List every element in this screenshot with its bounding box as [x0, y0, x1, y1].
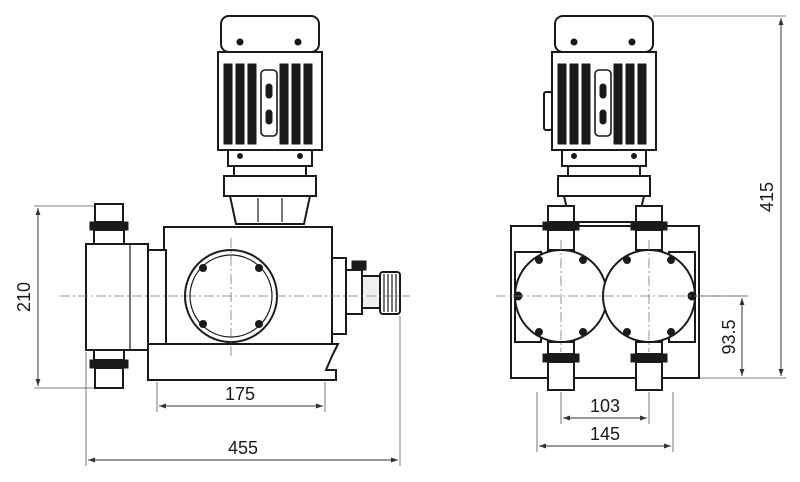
outlet-valve-cap [94, 367, 124, 389]
motor-base-ring [233, 165, 307, 177]
motor-fan-cover [554, 15, 654, 53]
dim-label-overall-width: 455 [228, 438, 258, 458]
head-bolt [667, 256, 675, 264]
cooling-fin [557, 63, 567, 145]
head-bolt [579, 328, 587, 336]
pump-head-body [85, 243, 149, 351]
cover-screw [628, 38, 636, 46]
cooling-fin [291, 63, 301, 145]
dim-label-height-left: 210 [14, 282, 34, 312]
cooling-fin [279, 63, 289, 145]
cooling-fin [247, 63, 257, 145]
head-bolt [667, 328, 675, 336]
cooling-fin [625, 63, 635, 145]
cover-bolt [199, 264, 207, 272]
nameplate-slot [265, 83, 273, 99]
outlet-valve-cap [635, 361, 663, 391]
dim-label-base-width: 175 [225, 384, 255, 404]
motor-nameplate [594, 69, 612, 137]
outlet-valve-nut [89, 359, 129, 369]
terminal-box [543, 91, 553, 131]
cover-screw [570, 38, 578, 46]
front-view [496, 15, 748, 391]
cover-screw [236, 38, 244, 46]
outlet-valve-cap [547, 361, 575, 391]
cooling-fin [223, 63, 233, 145]
head-bolt [535, 328, 543, 336]
dim-label-outlet-spacing: 103 [590, 396, 620, 416]
side-coupling [223, 175, 317, 225]
cooling-fin [613, 63, 623, 145]
inlet-valve-body [93, 229, 125, 245]
motor-fan-cover [220, 15, 320, 53]
cover-bolt [255, 264, 263, 272]
cooling-fin [581, 63, 591, 145]
head-bolt [579, 256, 587, 264]
head-bolt [623, 256, 631, 264]
dimension-lines [34, 15, 786, 466]
head-bolt [535, 256, 543, 264]
pump-head-flange [147, 249, 167, 345]
inlet-valve-cap [635, 205, 663, 223]
side-gearbox [147, 226, 340, 381]
cooling-fin [637, 63, 647, 145]
coupling-neck [228, 195, 312, 225]
nameplate-slot [265, 109, 273, 125]
front-motor [543, 15, 657, 177]
inlet-valve-cap [94, 203, 124, 223]
cover-bolt [199, 320, 207, 328]
cover-bolt [255, 320, 263, 328]
outlet-valve-body [93, 349, 125, 361]
stroke-adjust-knob [331, 257, 401, 335]
cover-screw [294, 38, 302, 46]
coupling-flange [223, 175, 317, 197]
cooling-fin [569, 63, 579, 145]
dim-label-base-spacing: 145 [590, 424, 620, 444]
side-view [60, 15, 410, 389]
inlet-valve-nut [89, 221, 129, 231]
coupling-flange [557, 175, 651, 197]
outlet-valve-nut [542, 353, 580, 363]
cooling-fin [303, 63, 313, 145]
motor-base-ring [567, 165, 641, 177]
inlet-valve-cap [547, 205, 575, 223]
motor-nameplate [260, 69, 278, 137]
dim-label-outlet-height: 93.5 [719, 319, 739, 354]
side-motor [217, 15, 323, 177]
inlet-valve-nut [542, 221, 580, 231]
side-pump-head [85, 203, 167, 389]
cooling-fin [235, 63, 245, 145]
knurled-knob [379, 271, 401, 315]
adjuster-sleeve [345, 269, 363, 315]
coupling-neck [562, 195, 646, 223]
lock-nut [351, 260, 367, 271]
flange-bolt [237, 153, 243, 159]
adjuster-collar [361, 275, 381, 309]
outlet-valve-nut [630, 353, 668, 363]
dim-label-overall-height: 415 [757, 182, 777, 212]
head-bolt [623, 328, 631, 336]
inlet-valve-nut [630, 221, 668, 231]
gearbox-base [147, 343, 340, 381]
flange-bolt [297, 153, 303, 159]
